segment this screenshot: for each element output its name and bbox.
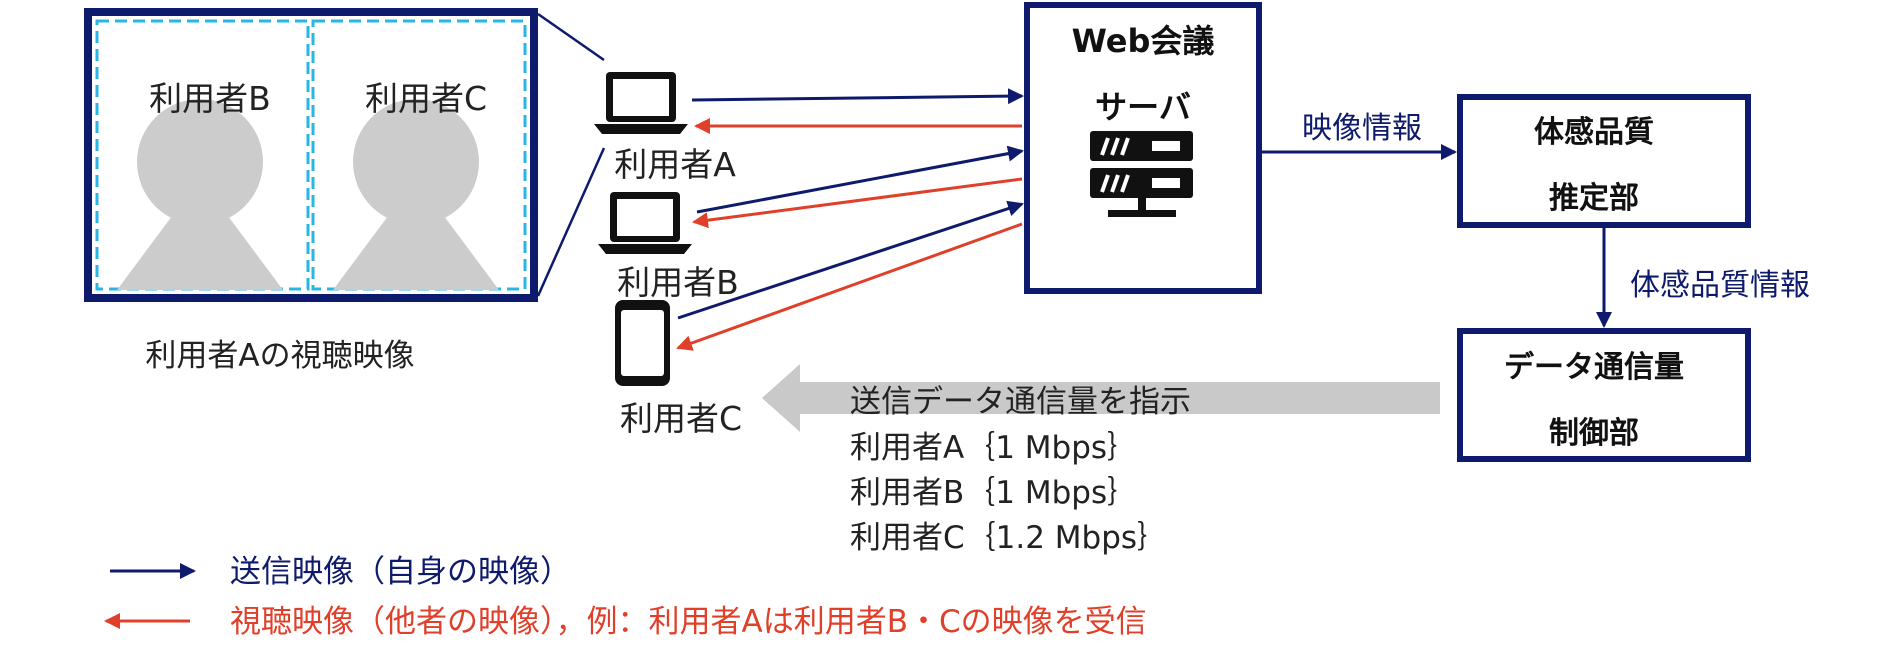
legend-send-label: 送信映像（自身の映像） xyxy=(230,554,571,590)
receive-arrow-user-b xyxy=(692,177,1023,229)
quality-info-label: 体感品質情報 xyxy=(1630,268,1810,303)
user-a-view-screen: 利用者B 利用者C xyxy=(84,8,538,302)
screen-caption: 利用者Aの視聴映像 xyxy=(145,338,414,374)
send-arrow-user-a xyxy=(691,88,1024,105)
instruction-row-user-c: 利用者C｛1.2 Mbps｝ xyxy=(850,520,1168,556)
instruction-row-user-a: 利用者A｛1 Mbps｝ xyxy=(850,430,1138,466)
video-info-label: 映像情報 xyxy=(1302,111,1422,146)
data-volume-controller-box: データ通信量 制御部 xyxy=(1457,328,1751,462)
legend-receive-label: 視聴映像（他者の映像），例：利用者Aは利用者B・Cの映像を受信 xyxy=(230,604,1147,640)
server-icon xyxy=(1090,131,1193,217)
tile-c-label: 利用者C xyxy=(365,79,487,118)
person-b-silhouette xyxy=(117,99,283,290)
send-arrow-user-c xyxy=(677,200,1024,320)
zoom-line-top xyxy=(537,12,605,62)
instruction-title: 送信データ通信量を指示 xyxy=(850,384,1191,420)
estimator-line2: 推定部 xyxy=(1549,181,1639,216)
quality-estimator-box: 体感品質 推定部 xyxy=(1457,94,1751,228)
controller-line1: データ通信量 xyxy=(1504,350,1684,385)
user-c-label: 利用者C xyxy=(620,399,742,438)
smartphone-icon xyxy=(615,300,670,386)
server-subtitle: サーバ xyxy=(1095,88,1191,126)
estimator-line1: 体感品質 xyxy=(1534,115,1654,150)
instruction-arrow xyxy=(762,364,1440,432)
receive-arrow-user-c xyxy=(676,222,1023,351)
user-a-label: 利用者A xyxy=(614,145,736,184)
web-conference-server-box: Web会議 サーバ xyxy=(1024,2,1262,294)
server-title: Web会議 xyxy=(1072,22,1215,60)
tile-b-label: 利用者B xyxy=(149,79,271,118)
laptop-icon xyxy=(594,72,688,134)
user-b-label: 利用者B xyxy=(617,263,739,302)
send-arrow-user-b xyxy=(696,145,1024,214)
instruction-row-user-b: 利用者B｛1 Mbps｝ xyxy=(850,475,1138,511)
controller-line2: 制御部 xyxy=(1549,416,1639,451)
zoom-line-bottom xyxy=(536,147,606,297)
laptop-icon xyxy=(598,192,692,254)
person-c-silhouette xyxy=(333,99,499,290)
